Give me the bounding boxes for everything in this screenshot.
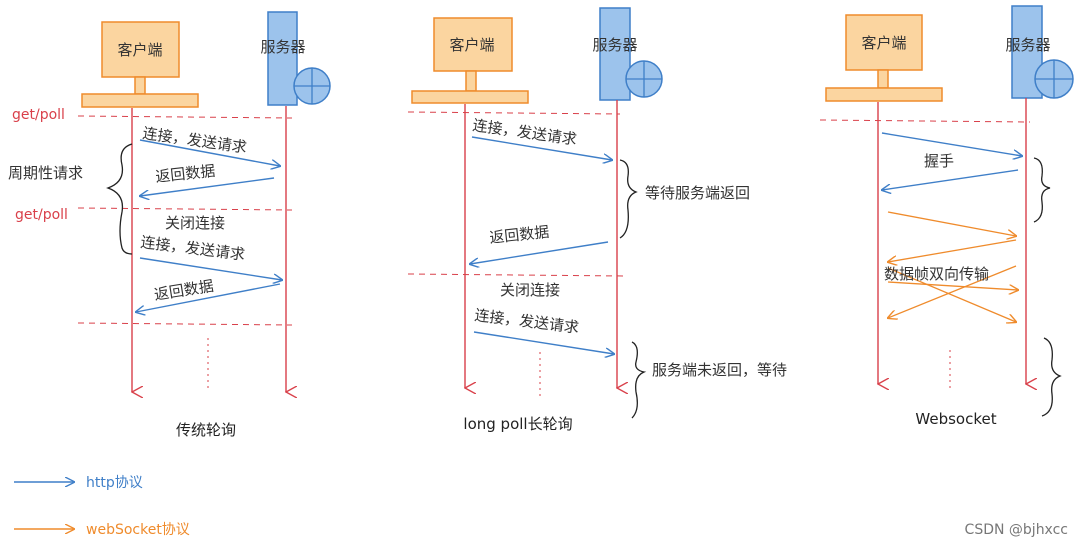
connect-send-label: 连接，发送请求	[471, 116, 577, 148]
response-arrow	[140, 177, 275, 196]
periodic-label: 周期性请求	[8, 164, 83, 182]
client-computer-icon	[411, 17, 529, 104]
ws-separator	[819, 119, 1031, 123]
return-data-label: 返回数据	[153, 277, 215, 304]
server-label: 服务器	[1005, 36, 1050, 54]
get-poll-label: get/poll	[12, 107, 65, 123]
frames-label: 数据帧双向传输	[884, 265, 989, 283]
brace	[631, 341, 647, 419]
poll-separator	[407, 111, 621, 115]
server-icon	[1011, 5, 1074, 99]
server-label: 服务器	[260, 38, 305, 56]
request-arrow	[139, 257, 282, 280]
handshake-label: 握手	[924, 152, 954, 170]
panel-websocket: 客户端 服务器 握手 数据帧双向传输 Websocket	[819, 5, 1074, 428]
handshake-response-arrow	[882, 169, 1019, 190]
handshake-request-arrow	[881, 132, 1022, 156]
close-conn-label: 关闭连接	[500, 281, 560, 299]
caption-websocket: Websocket	[915, 410, 996, 428]
request-arrow	[139, 139, 280, 166]
ws-frame-arrow	[887, 281, 1018, 290]
legend-websocket-label: webSocket协议	[86, 522, 190, 538]
brace	[106, 143, 133, 255]
server-icon	[599, 7, 663, 101]
return-data-label: 返回数据	[489, 223, 551, 247]
close-conn-label: 关闭连接	[165, 214, 225, 232]
client-computer-icon	[825, 14, 943, 102]
poll-separator	[407, 273, 625, 277]
return-data-label: 返回数据	[155, 162, 217, 186]
caption-long-poll: long poll长轮询	[463, 415, 572, 433]
client-label: 客户端	[117, 41, 162, 59]
client-label: 客户端	[861, 34, 906, 52]
poll-separator	[77, 115, 293, 119]
panel-long-poll: 客户端 服务器 连接，发送请求 等待服务端返回 返回数据 关闭连接 连接，发送请…	[407, 7, 787, 433]
request-arrow	[471, 136, 612, 160]
watermark: CSDN @bjhxcc	[965, 522, 1068, 538]
ws-frame-arrow	[888, 265, 1017, 318]
connect-send-label: 连接，发送请求	[140, 233, 246, 264]
response-arrow	[470, 241, 609, 264]
ws-frame-arrow	[887, 267, 1016, 322]
brace	[1041, 337, 1062, 417]
caption-polling: 传统轮询	[176, 421, 236, 439]
ws-frame-arrow	[888, 239, 1017, 262]
poll-separator	[77, 322, 293, 326]
poll-separator	[77, 207, 293, 211]
ws-frame-arrow	[887, 211, 1016, 236]
wait-return-label: 等待服务端返回	[645, 184, 750, 202]
server-label: 服务器	[592, 36, 637, 54]
server-icon	[267, 11, 331, 106]
not-returned-label: 服务端未返回，等待	[652, 361, 787, 379]
get-poll-label: get/poll	[15, 207, 68, 223]
request-arrow	[473, 331, 614, 354]
connect-send-label: 连接，发送请求	[141, 124, 247, 156]
panel-polling: 客户端 服务器 get/poll get/poll 连接，发送请求 返回数据 关…	[8, 11, 331, 439]
legend: http协议 webSocket协议	[14, 475, 190, 538]
brace	[619, 159, 638, 239]
response-arrow	[136, 283, 281, 312]
legend-http-label: http协议	[86, 475, 143, 491]
brace	[1033, 157, 1051, 223]
connect-send-label: 连接，发送请求	[474, 306, 580, 337]
client-computer-icon	[81, 21, 199, 108]
client-label: 客户端	[449, 36, 494, 54]
